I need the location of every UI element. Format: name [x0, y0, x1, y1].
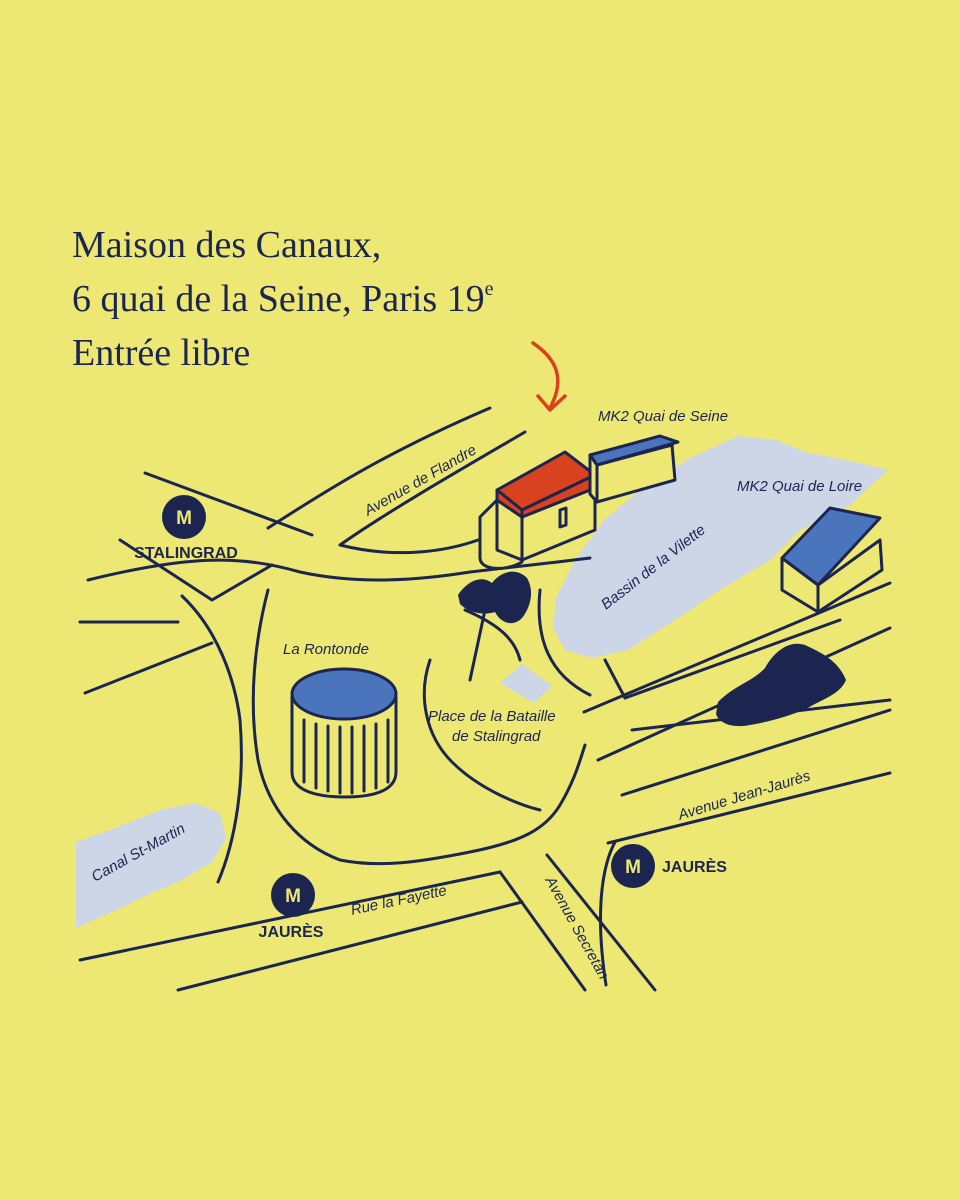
road-network [78, 406, 892, 992]
mk2-quai-seine-building [588, 434, 680, 504]
tree-icon [716, 643, 846, 727]
venue-address: 6 quai de la Seine, Paris 19e [72, 272, 494, 326]
metro-label-stalingrad: STALINGRAD [134, 545, 238, 562]
metro-stalingrad: M STALINGRAD [134, 495, 238, 562]
venue-name: Maison des Canaux, [72, 224, 382, 266]
label-la-rotonde: La Rontonde [283, 641, 369, 658]
metro-label-jaures-east: JAURÈS [662, 857, 727, 876]
metro-icon [271, 873, 315, 917]
label-mk2-quai-loire: MK2 Quai de Loire [737, 478, 862, 495]
label-place-bataille-line2: de Stalingrad [452, 728, 541, 745]
label-place-bataille-line1: Place de la Bataille [428, 708, 556, 725]
label-mk2-quai-seine: MK2 Quai de Seine [598, 408, 728, 425]
metro-icon [162, 495, 206, 539]
address-superscript: e [484, 278, 494, 300]
label-avenue-jean-jaures: Avenue Jean-Jaurès [675, 767, 813, 824]
canal-st-martin-water [76, 803, 226, 928]
bassin-villette-water [553, 436, 888, 658]
metro-label-jaures-west: JAURÈS [259, 922, 324, 941]
metro-icon [611, 844, 655, 888]
metro-symbol: M [285, 886, 301, 907]
tree-icon [458, 571, 532, 624]
label-rue-la-fayette: Rue la Fayette [349, 882, 448, 919]
address-heading: Maison des Canaux, 6 quai de la Seine, P… [72, 218, 494, 380]
address-text: 6 quai de la Seine, Paris 19 [72, 278, 485, 320]
metro-jaures-west: M JAURÈS [259, 873, 324, 941]
label-avenue-flandre: Avenue de Flandre [361, 441, 480, 519]
place-bataille-plaza [500, 664, 552, 703]
metro-jaures-east: M JAURÈS [611, 844, 727, 888]
arrow-down-icon [531, 341, 567, 412]
metro-symbol: M [176, 508, 192, 529]
mk2-quai-loire-building [780, 506, 884, 614]
la-rotonde-building [290, 667, 398, 799]
entry-info: Entrée libre [72, 332, 251, 374]
metro-symbol: M [625, 857, 641, 878]
maison-des-canaux-building [478, 450, 597, 570]
